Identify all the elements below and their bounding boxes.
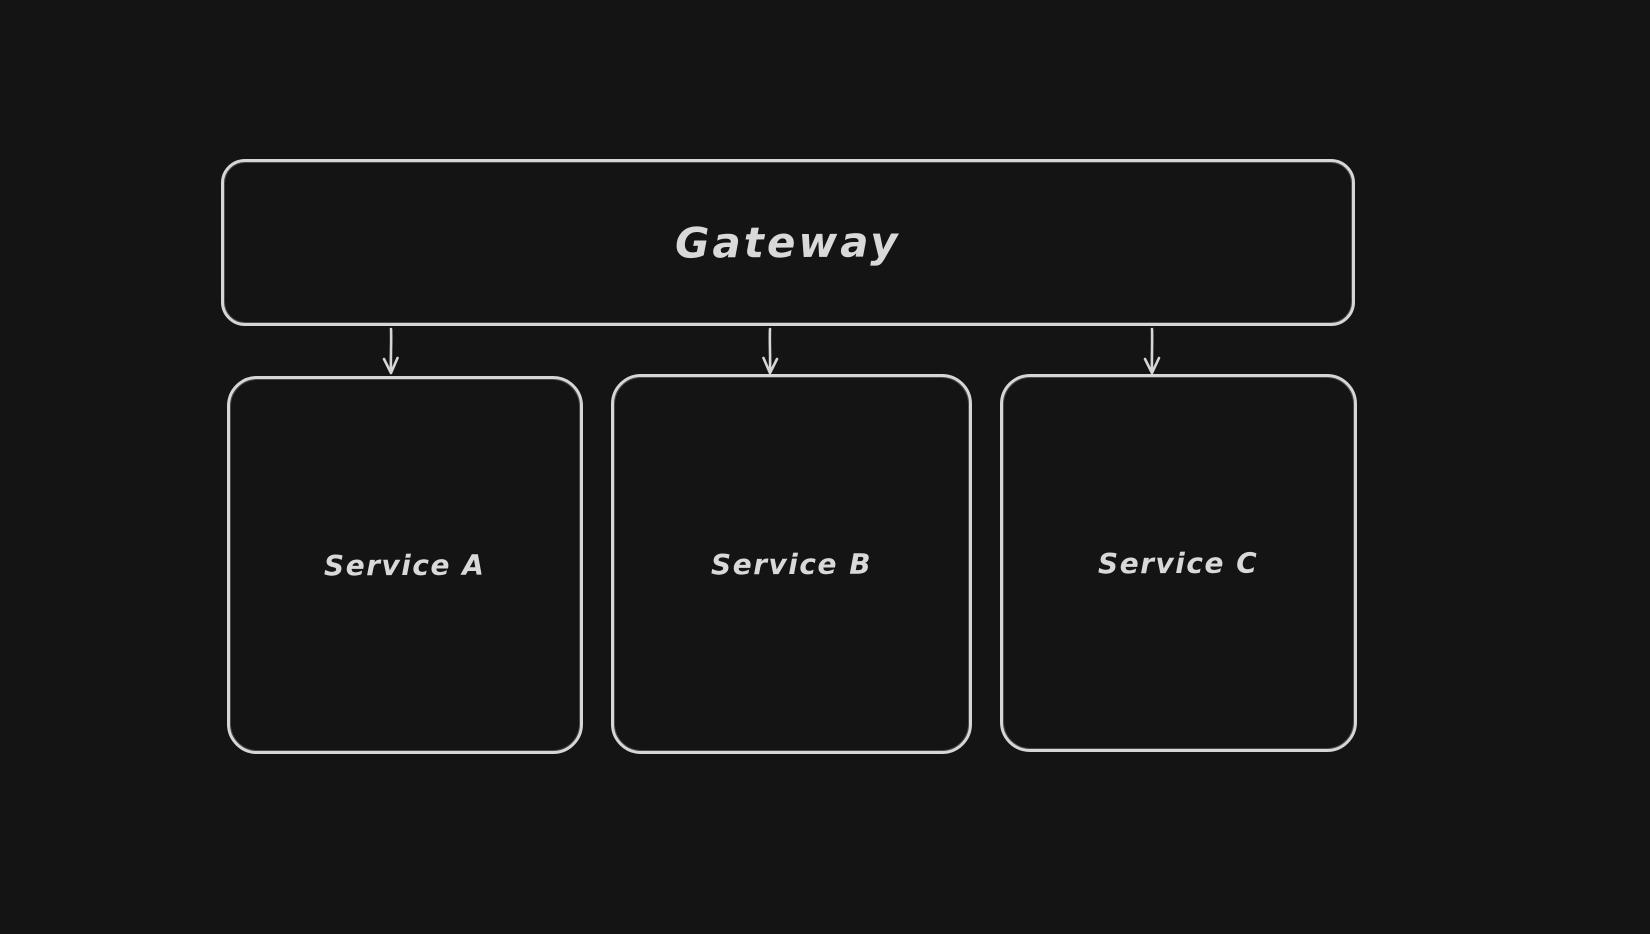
arrow-gateway-to-service-b[interactable]	[756, 327, 784, 378]
arrow-head	[762, 356, 779, 375]
node-service-b[interactable]: Service B	[611, 374, 972, 754]
node-gateway[interactable]: Gateway	[221, 159, 1355, 326]
arrow-head	[1143, 356, 1161, 375]
node-gateway-label: Gateway	[675, 217, 901, 268]
node-service-a-label: Service A	[324, 548, 486, 582]
node-service-c[interactable]: Service C	[1000, 374, 1357, 752]
node-service-c-label: Service C	[1098, 546, 1259, 580]
arrow-gateway-to-service-a[interactable]	[377, 327, 405, 378]
arrow-head	[382, 356, 399, 375]
node-service-a[interactable]: Service A	[227, 376, 583, 754]
node-service-b-label: Service B	[710, 547, 873, 581]
arrow-gateway-to-service-c[interactable]	[1138, 327, 1166, 378]
